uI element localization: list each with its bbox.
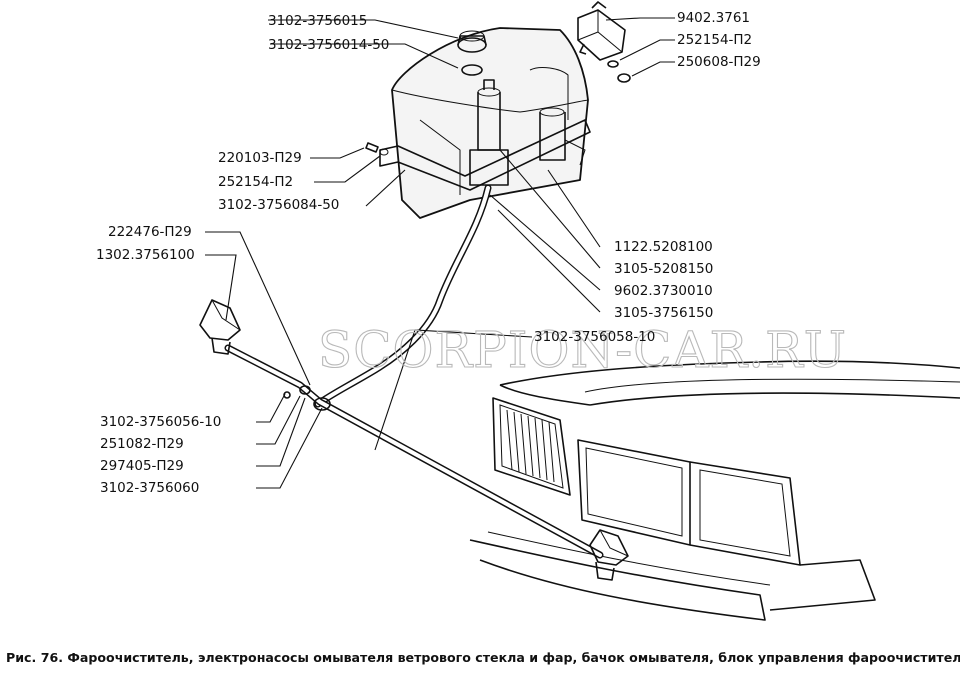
part-label: 3102-3756084-50: [218, 197, 339, 213]
part-label: 3105-3756150: [614, 305, 713, 321]
part-label: 297405-П29: [100, 458, 184, 474]
hoses-drawing: [224, 184, 604, 559]
watermark: SCORPION-CAR.RU: [318, 321, 847, 379]
figure-caption: Рис. 76. Фароочиститель, электронасосы о…: [6, 650, 960, 665]
part-label: 250608-П29: [677, 54, 761, 70]
nozzles-drawing: [199, 299, 629, 581]
car-front-drawing: [469, 360, 960, 621]
part-label: 9402.3761: [677, 10, 750, 26]
part-label: 9602.3730010: [614, 283, 713, 299]
part-label: 3102-3756056-10: [100, 414, 221, 430]
part-label: 3102-3756058-10: [534, 329, 655, 345]
part-label: 252154-П2: [218, 174, 293, 190]
control-unit-drawing: [577, 1, 631, 83]
part-label: 1302.3756100: [96, 247, 195, 263]
part-label: 3102-3756014-50: [268, 37, 389, 53]
part-label: 220103-П29: [218, 150, 302, 166]
part-label: 1122.5208100: [614, 239, 713, 255]
part-label: 3102-3756015: [268, 13, 367, 29]
part-label: 251082-П29: [100, 436, 184, 452]
washer-tank-drawing: [365, 27, 591, 219]
part-label: 3105-5208150: [614, 261, 713, 277]
part-labels: 3102-3756015 3102-3756014-50 9402.3761 2…: [96, 10, 761, 496]
part-label: 252154-П2: [677, 32, 752, 48]
part-label: 222476-П29: [108, 224, 192, 240]
leader-lines: [205, 17, 675, 489]
part-label: 3102-3756060: [100, 480, 199, 496]
